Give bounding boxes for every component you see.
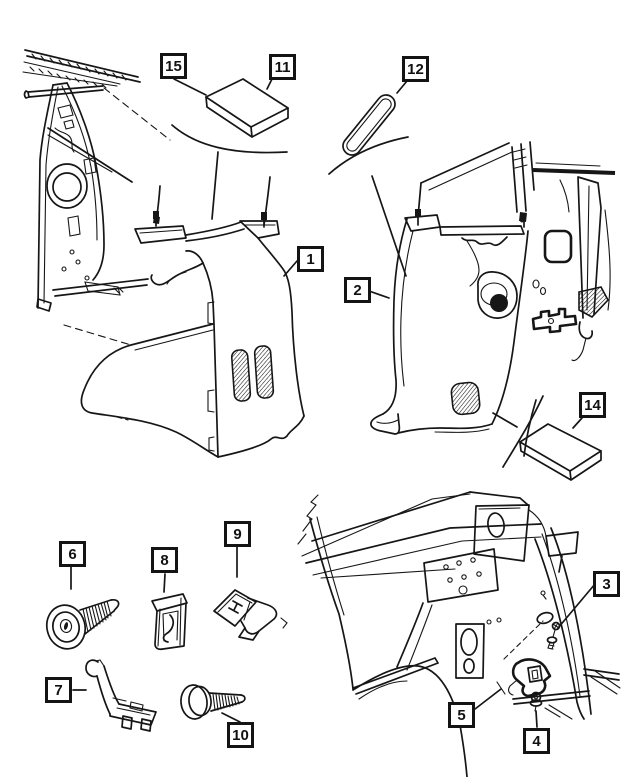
perforated-plate [423,548,499,603]
callout-leader-lines [70,78,596,728]
headliner-reference-arcs [153,124,288,226]
body-structure-right [417,141,616,362]
latch-striker-bracket [531,307,578,334]
callout-12: 12 [402,56,429,82]
speaker-pod [477,271,518,319]
callout-3: 3 [593,571,620,597]
fastener-6-push-screw [45,598,120,650]
speaker-ring-inner [52,172,82,202]
foam-block-11 [205,78,289,138]
latch-body [511,658,552,698]
callout-2: 2 [344,277,371,303]
fastener-10-screw [180,684,246,720]
vent-grille-right [253,345,275,399]
callout-7: 7 [45,677,72,703]
foam-block-14 [519,423,602,481]
speaker-hole [490,294,508,312]
oval-plate [455,623,485,679]
striker-flag [545,531,579,573]
upper-bracket [473,504,530,562]
callout-14: 14 [579,392,606,418]
callout-9: 9 [224,521,251,547]
callout-10: 10 [227,722,254,748]
pillar-bracket [578,286,609,318]
seal-12 [328,94,409,277]
roof-rail-hatching [22,49,171,141]
right-view-quarter-trim-panel-2 [328,94,616,481]
left-view-quarter-trim-panel-1 [22,49,305,458]
callout-1: 1 [297,246,324,272]
c-pillar-outer [550,527,592,715]
callout-15: 15 [160,53,187,79]
sill-strip [352,657,439,695]
callout-8: 8 [151,547,178,573]
vent-grille-left [230,349,252,402]
callout-4: 4 [523,728,550,754]
trim-panel-1-outline [63,211,305,458]
fastener-8-spring-clip [151,593,188,651]
latch-assembly [486,590,591,720]
trim-panel-2-outline [370,209,544,468]
lower-right-body-side-view [280,491,621,777]
striker-opening [543,229,573,264]
fastener-7-bracket-clip [85,659,157,732]
speaker-ring-outer [46,163,88,209]
callout-5: 5 [448,702,475,728]
callout-6: 6 [59,541,86,567]
callout-11: 11 [269,54,296,80]
vent-grille-panel-2 [450,381,481,416]
d-pillar-structure [36,82,149,312]
fastener-9-retainer-clip [213,589,278,641]
